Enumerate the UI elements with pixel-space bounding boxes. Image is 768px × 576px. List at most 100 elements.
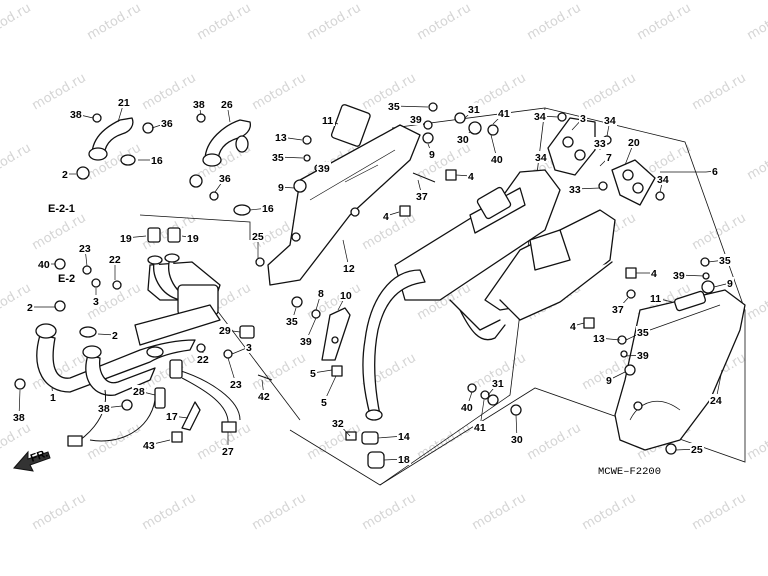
callout-bg-c-36a bbox=[160, 117, 174, 129]
callout-c-23b: 23 bbox=[230, 379, 242, 391]
callout-bg-c-26 bbox=[220, 98, 234, 110]
callout-bg-c-33b bbox=[568, 183, 582, 195]
watermark-text-57: motod.ru bbox=[140, 491, 199, 534]
callout-c-2b: 2 bbox=[27, 302, 33, 314]
callout-c-8: 8 bbox=[318, 288, 324, 300]
lower-middle-fasteners bbox=[291, 267, 637, 469]
watermark-text-23: motod.ru bbox=[745, 141, 768, 184]
callout-bg-c-30b bbox=[510, 433, 524, 445]
watermark-text-2: motod.ru bbox=[195, 1, 254, 44]
watermark-text-8: motod.ru bbox=[30, 71, 89, 114]
callout-bg-c-9d bbox=[605, 374, 613, 386]
callout-bg-c-29 bbox=[218, 324, 232, 336]
callout-c-43: 43 bbox=[143, 440, 155, 452]
callout-c-40c: 40 bbox=[461, 402, 473, 414]
callout-c-25b: 25 bbox=[691, 444, 703, 456]
callout-c-38a: 38 bbox=[70, 109, 82, 121]
callout-bg-c-30a bbox=[456, 133, 470, 145]
callout-c-1: 1 bbox=[50, 392, 56, 404]
watermark-text-30: motod.ru bbox=[690, 211, 749, 254]
callout-bg-c-41b bbox=[473, 421, 487, 433]
callout-c-35d: 35 bbox=[719, 255, 731, 267]
callout-bg-c-38d bbox=[97, 402, 111, 414]
callout-c-21: 21 bbox=[118, 97, 130, 109]
callout-bg-c-35d bbox=[718, 254, 732, 266]
watermark-text-58: motod.ru bbox=[250, 491, 309, 534]
callout-c-3c: 3 bbox=[246, 342, 252, 354]
callout-bg-c-38c bbox=[12, 411, 26, 423]
watermark-text-53: motod.ru bbox=[525, 421, 584, 464]
watermark-text-59: motod.ru bbox=[360, 491, 419, 534]
ref-e-2-1: E-2-1 bbox=[48, 203, 75, 215]
callout-c-4b: 4 bbox=[383, 211, 389, 223]
callout-c-35c: 35 bbox=[286, 316, 298, 328]
callout-c-19a: 19 bbox=[120, 233, 132, 245]
callout-bg-c-33a bbox=[593, 137, 607, 149]
callout-c-10: 10 bbox=[340, 290, 352, 302]
callout-bg-c-25b bbox=[690, 443, 704, 455]
watermark-text-5: motod.ru bbox=[525, 1, 584, 44]
diagram-code: MCWE–F2200 bbox=[598, 466, 661, 478]
callout-bg-c-3c bbox=[245, 341, 253, 353]
callout-bg-c-18 bbox=[397, 453, 411, 465]
callout-c-13b: 13 bbox=[593, 333, 605, 345]
callout-c-2a: 2 bbox=[62, 169, 68, 181]
callout-c-32: 32 bbox=[332, 418, 344, 430]
watermark-text-7: motod.ru bbox=[745, 1, 768, 44]
callout-c-35b: 35 bbox=[388, 101, 400, 113]
part-12-heat-shield bbox=[267, 104, 421, 286]
callout-bg-c-16b bbox=[261, 202, 275, 214]
callout-bg-c-9a bbox=[277, 181, 285, 193]
callout-c-38c: 38 bbox=[13, 412, 25, 424]
callout-c-34c: 34 bbox=[604, 115, 616, 127]
callout-bg-c-23b bbox=[229, 378, 243, 390]
callout-bg-c-5b bbox=[320, 396, 328, 408]
watermark-text-3: motod.ru bbox=[305, 1, 364, 44]
callout-bg-c-39c bbox=[299, 335, 313, 347]
callout-bg-c-40b bbox=[37, 258, 51, 270]
callout-c-3b: 3 bbox=[93, 296, 99, 308]
callout-bg-c-9c bbox=[726, 277, 734, 289]
callout-c-33b: 33 bbox=[569, 184, 581, 196]
watermark-text-56: motod.ru bbox=[30, 491, 89, 534]
callout-c-22a: 22 bbox=[109, 254, 121, 266]
callout-c-20: 20 bbox=[628, 137, 640, 149]
callout-bg-c-32 bbox=[331, 417, 345, 429]
callout-bg-c-35a bbox=[271, 151, 285, 163]
callout-bg-c-39b bbox=[409, 113, 423, 125]
part-26-pipe-joint bbox=[202, 119, 251, 167]
callout-bg-c-39a bbox=[317, 162, 331, 174]
callout-bg-c-5a bbox=[309, 367, 317, 379]
callout-c-16b: 16 bbox=[262, 203, 274, 215]
callout-bg-c-4a bbox=[467, 170, 475, 182]
front-direction-label: FR. bbox=[29, 447, 50, 464]
callout-c-7: 7 bbox=[606, 152, 612, 164]
callout-bg-c-6 bbox=[711, 165, 719, 177]
callout-bg-c-2b bbox=[26, 301, 34, 313]
callout-c-35e: 35 bbox=[637, 327, 649, 339]
callout-c-9d: 9 bbox=[606, 375, 612, 387]
callout-bg-c-19b bbox=[186, 232, 200, 244]
watermark-text-39: motod.ru bbox=[745, 281, 768, 324]
callout-bg-c-36b bbox=[218, 172, 232, 184]
callout-c-29: 29 bbox=[219, 325, 231, 337]
callout-bg-c-24 bbox=[709, 394, 723, 406]
callout-c-18: 18 bbox=[398, 454, 410, 466]
main-muffler-assembly bbox=[362, 169, 616, 421]
callout-bg-c-2a bbox=[61, 168, 69, 180]
callout-bg-c-38a bbox=[69, 108, 83, 120]
callout-bg-c-42 bbox=[257, 390, 271, 402]
callout-bg-c-43 bbox=[142, 439, 156, 451]
callout-bg-c-4c bbox=[569, 320, 577, 332]
callout-bg-c-14 bbox=[397, 430, 411, 442]
callout-c-31a: 31 bbox=[468, 104, 480, 116]
callout-bg-c-12 bbox=[342, 262, 356, 274]
callout-c-19b: 19 bbox=[187, 233, 199, 245]
callout-c-28: 28 bbox=[133, 386, 145, 398]
callout-bg-c-21 bbox=[117, 96, 131, 108]
callout-bg-c-34b bbox=[534, 151, 548, 163]
watermark-text-42: motod.ru bbox=[250, 351, 309, 394]
callout-bg-c-8 bbox=[317, 287, 325, 299]
